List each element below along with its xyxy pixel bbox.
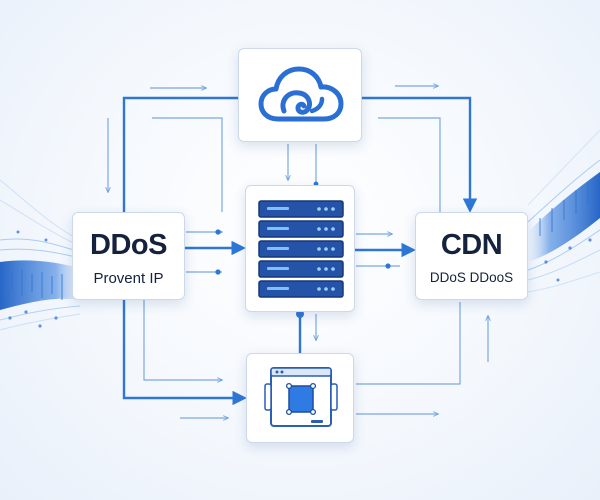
server-node: [245, 185, 355, 312]
server-rack-icon: [258, 200, 344, 298]
cdn-node-title: CDN: [440, 229, 503, 261]
ddos-node-subtitle: Provent IP: [93, 270, 164, 287]
cloud-node: [238, 48, 362, 142]
cdn-node: CDN DDoS DDooS: [415, 212, 528, 300]
ddos-node: DDoS Provent IP: [72, 212, 185, 300]
ddos-node-title: DDoS: [90, 229, 167, 261]
device-window-icon: [264, 367, 338, 427]
cloud-icon: [258, 66, 344, 122]
cdn-node-subtitle: DDoS DDooS: [429, 270, 514, 285]
left-wave-band: [0, 260, 80, 310]
device-node: [246, 353, 354, 443]
